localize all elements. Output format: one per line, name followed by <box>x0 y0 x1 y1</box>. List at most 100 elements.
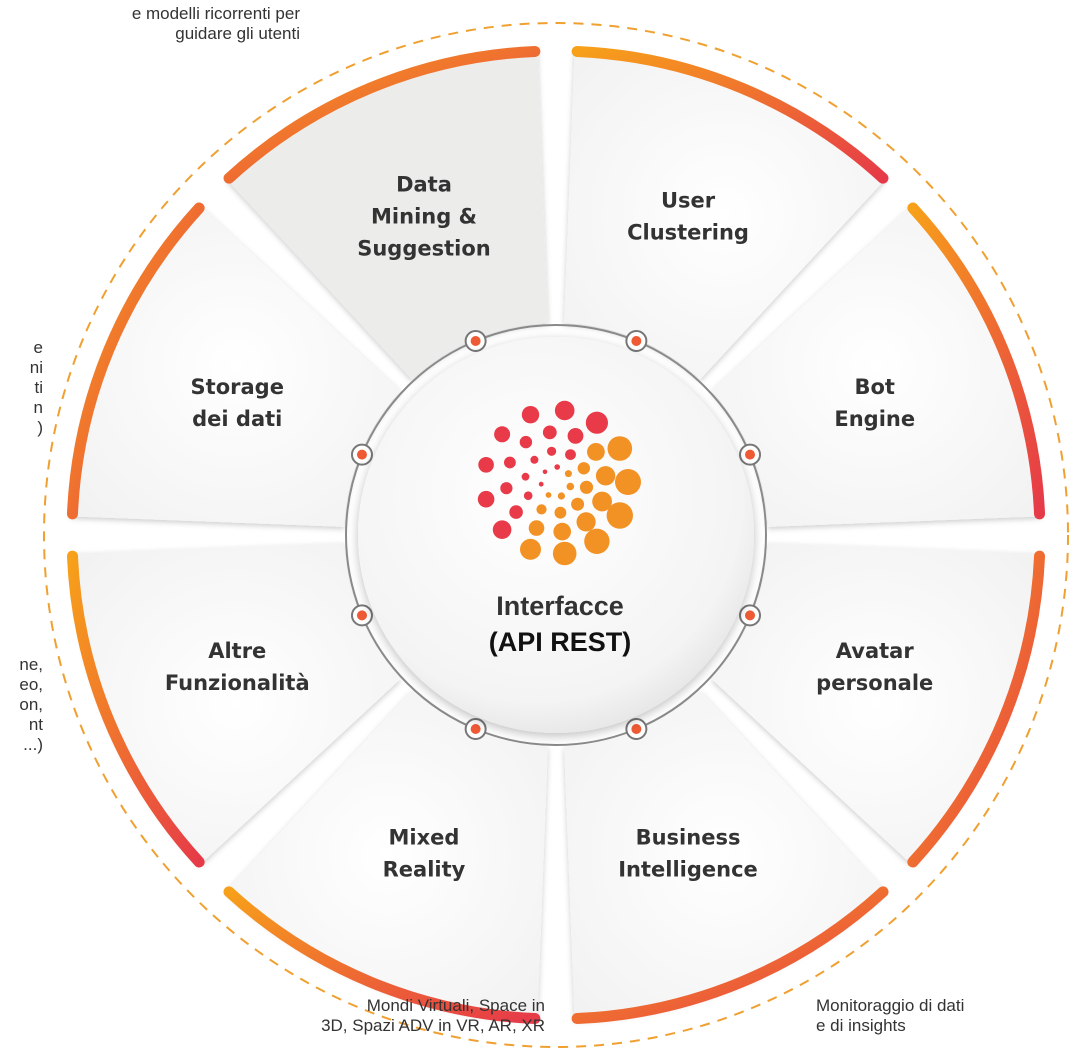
segment-label-avatar-personale: Avatar personale <box>816 639 933 695</box>
note-line: ti <box>34 378 44 397</box>
connector-dot-core <box>356 610 367 621</box>
logo-dot <box>587 443 605 461</box>
logo-dot <box>595 466 616 486</box>
note-mixed-reality: Mondi Virtuali, Space in 3D, Spazi ADV i… <box>225 996 545 1036</box>
segment-label-line: Engine <box>834 407 915 431</box>
note-storage-clipped: e ni ti n ) <box>0 338 43 438</box>
segment-label-line: User <box>661 188 716 212</box>
segment-label-line: Mixed <box>389 826 460 850</box>
segment-storage-dati <box>71 205 401 527</box>
logo-dot <box>552 541 577 566</box>
segment-altre-funzionalita <box>71 543 401 865</box>
logo-dot <box>520 538 541 560</box>
logo-dot <box>615 469 641 495</box>
logo-dot <box>606 502 633 529</box>
logo-dot <box>567 428 584 444</box>
logo-dot <box>538 481 544 487</box>
segment-label-line: personale <box>816 671 933 695</box>
logo-dot <box>607 436 633 461</box>
connector-dot-core <box>745 449 756 460</box>
logo-dot <box>521 472 530 481</box>
note-line: ne, <box>19 655 43 674</box>
note-line: eo, <box>19 675 43 694</box>
note-line: ni <box>29 358 43 377</box>
segment-label-line: Bot <box>854 375 894 399</box>
logo-dot <box>592 491 612 512</box>
note-line: ) <box>37 418 43 437</box>
segment-business-intelligence <box>564 690 886 1020</box>
note-line: e modelli ricorrenti per <box>131 4 300 23</box>
logo-dot <box>557 492 566 500</box>
connector-dots <box>350 329 762 741</box>
outer-dashed-ring <box>43 22 1069 1048</box>
connector-dot-core <box>356 449 367 460</box>
connector-dot-core <box>745 610 756 621</box>
note-line: Mondi Virtuali, Space in <box>366 996 545 1015</box>
inner-ring <box>345 324 767 746</box>
segment-arc-storage-dati <box>66 202 205 520</box>
logo-dot <box>584 528 610 554</box>
note-line: ...) <box>23 735 43 754</box>
segment-label-line: dei dati <box>192 407 282 431</box>
note-data-mining: e modelli ricorrenti per guidare gli ute… <box>0 4 300 44</box>
logo-dot <box>553 522 571 541</box>
logo-dot <box>477 490 495 508</box>
segment-label-line: Funzionalità <box>165 671 310 695</box>
segment-arc-bot-engine <box>907 202 1046 520</box>
connector-dot-core <box>631 335 642 346</box>
logo-dot <box>554 400 575 421</box>
logo-dot <box>478 457 494 473</box>
segment-arc-altre-funzionalita <box>66 550 205 868</box>
note-line: Monitoraggio di dati <box>816 996 965 1015</box>
logo-dot <box>530 455 539 464</box>
connector-dot-core <box>470 724 481 735</box>
segment-arc-data-mining <box>223 45 541 184</box>
logo-dot <box>554 464 560 470</box>
note-line: 3D, Spazi ADV in VR, AR, XR <box>321 1016 545 1035</box>
segment-label-line: Intelligence <box>618 858 758 882</box>
segment-data-mining <box>226 50 548 380</box>
segment-label-line: Avatar <box>836 639 915 663</box>
connector-dot-core <box>470 335 481 346</box>
segment-label-line: Data <box>396 172 452 196</box>
segment-avatar-personale <box>711 543 1041 865</box>
segment-label-line: Mining & <box>371 204 477 228</box>
center-title: Interfacce <box>496 591 624 621</box>
logo-dot <box>492 520 512 539</box>
segment-mixed-reality <box>226 690 548 1020</box>
segment-label-line: Suggestion <box>357 236 491 260</box>
logo-dot <box>542 469 548 475</box>
note-line: nt <box>28 715 43 734</box>
logo-dot <box>509 505 523 519</box>
logo-dot <box>585 411 609 434</box>
segment-user-clustering <box>564 50 886 380</box>
segment-label-line: Business <box>636 826 741 850</box>
note-altre-clipped: ne, eo, on, nt ...) <box>0 655 43 755</box>
logo-dot <box>536 504 547 515</box>
logo-dot <box>564 470 572 478</box>
logo-dot <box>554 506 567 519</box>
logo-dot <box>500 482 513 495</box>
note-line: on, <box>19 695 43 714</box>
logo-dot <box>542 425 557 440</box>
logo-dot <box>528 520 545 536</box>
segment-arc-user-clustering <box>571 45 889 184</box>
segment-arc-business-intelligence <box>571 886 889 1025</box>
note-line: guidare gli utenti <box>175 24 300 43</box>
segment-label-line: Altre <box>208 639 266 663</box>
logo-dot <box>576 512 596 532</box>
logo-dot <box>494 426 511 443</box>
logo-dot <box>504 456 516 469</box>
note-line: n <box>33 398 43 417</box>
logo-dot <box>519 435 533 449</box>
logo-dot <box>579 480 594 494</box>
